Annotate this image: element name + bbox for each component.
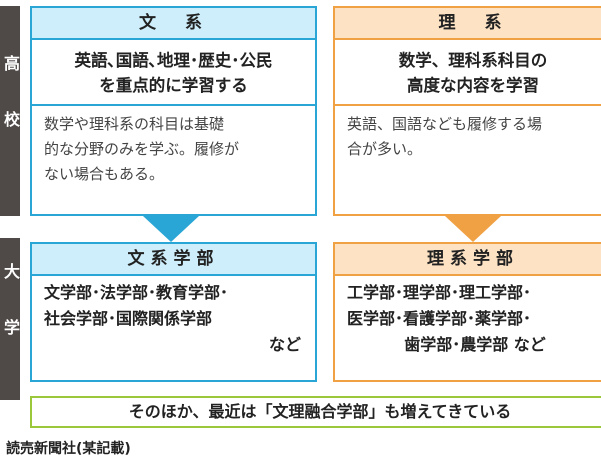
rikei-faculty-box: 理系学部 工学部･理学部･理工学部･ 医学部･看護学部･薬学部･ 歯学部･農学部… xyxy=(333,242,601,382)
bunkei-box: 文 系 英語､国語､地理･歴史･公民 を重点的に学習する 数学や理科系の科目は基… xyxy=(30,6,317,216)
rikei-box: 理 系 数学、理科系科目の 高度な内容を学習 英語、国語なども履修する場 合が多… xyxy=(333,6,601,216)
bunkei-note-line: ない場合もある。 xyxy=(44,165,165,183)
bunkei-down-arrow-icon xyxy=(143,216,199,242)
bunkei-faculty-title: 文系学部 xyxy=(32,244,315,276)
bunkei-faculty-box: 文系学部 文学部･法学部･教育学部･ 社会学部･国際関係学部 など xyxy=(30,242,317,382)
rikei-faculty-list: 工学部･理学部･理工学部･ 医学部･看護学部･薬学部･ 歯学部･農学部 など xyxy=(335,276,601,358)
interdisciplinary-note: そのほか、最近は「文理融合学部」も増えてきている xyxy=(30,396,601,428)
side-label-text: 大学 xyxy=(1,263,20,375)
rikei-emphasis-line: 高度な内容を学習 xyxy=(407,76,539,95)
rikei-emphasis-line: 数学、理科系科目の xyxy=(398,51,548,70)
bunkei-note-line: 的な分野のみを学ぶ。履修が xyxy=(44,140,240,158)
bunkei-faculty-list: 文学部･法学部･教育学部･ 社会学部･国際関係学部 など xyxy=(32,276,315,358)
rikei-note-line: 合が多い。 xyxy=(347,140,423,158)
rikei-note-line: 英語、国語なども履修する場 xyxy=(347,115,543,133)
rikei-faculty-line: 歯学部･農学部 など xyxy=(404,335,546,354)
side-label-high-school: 高校 xyxy=(0,6,20,216)
bunkei-faculty-line: 文学部･法学部･教育学部･ xyxy=(44,283,229,302)
bunkei-note-line: 数学や理科系の科目は基礎 xyxy=(44,115,225,133)
bunkei-faculty-line: 社会学部･国際関係学部 xyxy=(44,309,213,328)
bunkei-title: 文 系 xyxy=(32,8,315,40)
rikei-faculty-title: 理系学部 xyxy=(335,244,601,276)
rikei-faculty-line: 医学部･看護学部･薬学部･ xyxy=(347,309,532,328)
rikei-note: 英語、国語なども履修する場 合が多い。 xyxy=(335,106,601,162)
side-label-text: 高校 xyxy=(1,55,20,167)
rikei-down-arrow-icon xyxy=(445,216,501,242)
bunkei-emphasis: 英語､国語､地理･歴史･公民 を重点的に学習する xyxy=(32,40,315,104)
side-label-university: 大学 xyxy=(0,238,20,400)
rikei-title: 理 系 xyxy=(335,8,601,40)
rikei-emphasis: 数学、理科系科目の 高度な内容を学習 xyxy=(335,40,601,104)
bunkei-emphasis-line: を重点的に学習する xyxy=(99,76,248,95)
bunkei-emphasis-line: 英語､国語､地理･歴史･公民 xyxy=(74,51,273,70)
bunkei-note: 数学や理科系の科目は基礎 的な分野のみを学ぶ。履修が ない場合もある。 xyxy=(32,106,315,187)
source-credit: 読売新聞社(某記載) xyxy=(6,441,131,457)
bunkei-faculty-line: など xyxy=(268,335,301,354)
rikei-faculty-line: 工学部･理学部･理工学部･ xyxy=(347,283,532,302)
